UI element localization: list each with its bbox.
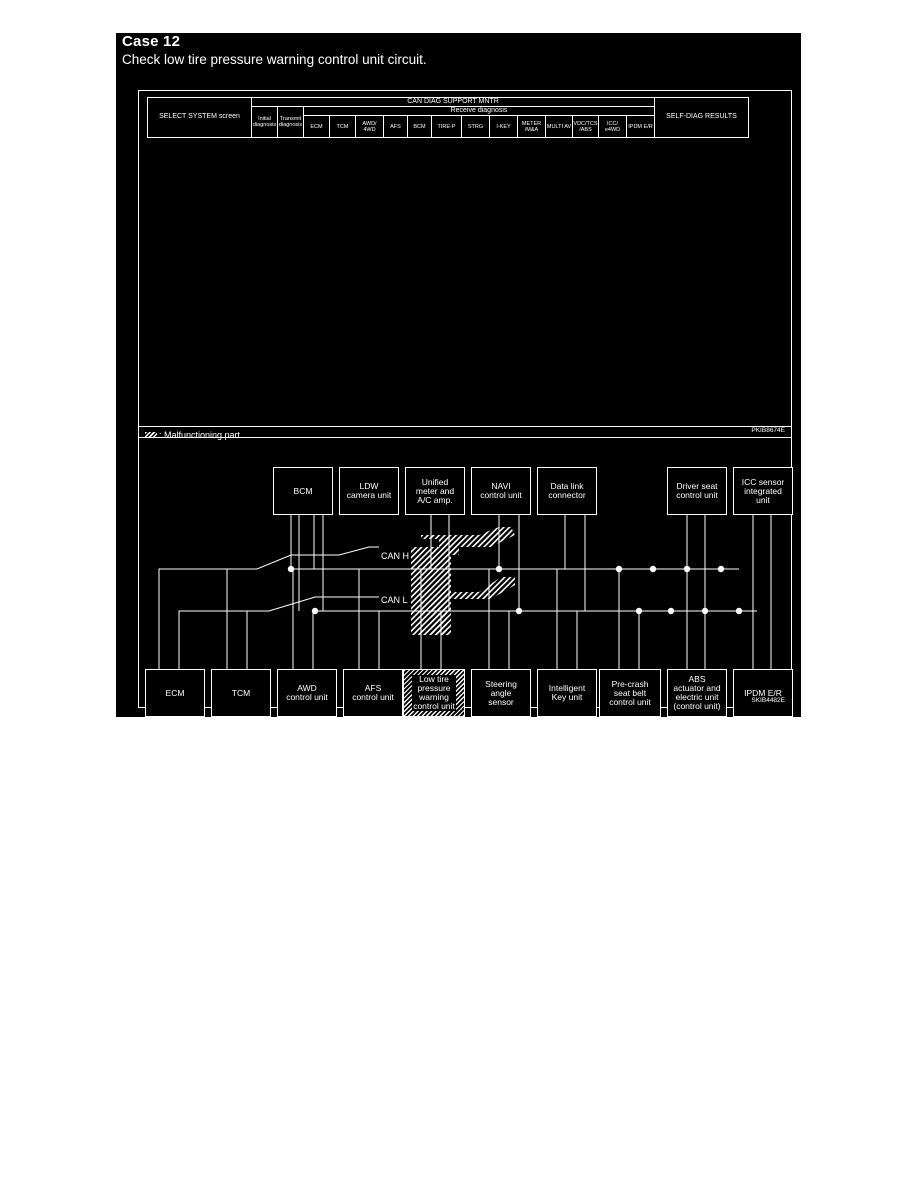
self-diag-results-header: SELF-DIAG RESULTS — [654, 97, 749, 138]
diagram-figure-code: SKIB4482E — [751, 697, 785, 704]
can-bus-lines — [158, 513, 772, 669]
unit-label: Data link connector — [548, 481, 586, 500]
receive-col-header: I-KEY — [489, 115, 518, 138]
can-diag-support-header: CAN DIAG SUPPORT MNTR — [251, 97, 655, 107]
unit-label: AFS control unit — [352, 683, 394, 702]
tcm-unit: TCM — [211, 669, 271, 717]
receive-col-header: ICC/ e4WD — [598, 115, 627, 138]
table-figure-code: PKIB8674E — [751, 427, 785, 434]
unit-label: Low tire pressure warning control unit — [412, 674, 456, 711]
unit-label: Pre-crash seat belt control unit — [609, 678, 651, 707]
bcm-unit: BCM — [273, 467, 333, 515]
receive-col-header: TIRE-P — [431, 115, 462, 138]
receive-col-header: AFS — [383, 115, 408, 138]
data-link-connector: Data link connector — [537, 467, 597, 515]
unit-label: AWD control unit — [286, 683, 328, 702]
receive-col-header: BCM — [407, 115, 432, 138]
can-h-label: CAN H — [381, 551, 410, 561]
unit-label: ABS actuator and electric unit (control … — [673, 674, 721, 711]
receive-col-header: TCM — [329, 115, 356, 138]
case-panel: Case 12 Check low tire pressure warning … — [116, 33, 801, 717]
can-l-label: CAN L — [381, 595, 408, 605]
awd-control-unit: AWD control unit — [277, 669, 337, 717]
initial-diagnosis-header: Initial diagnosis — [251, 106, 278, 138]
unit-label: Steering angle sensor — [485, 678, 517, 707]
intelligent-key-unit: Intelligent Key unit — [537, 669, 597, 717]
ipdm-er-unit: IPDM E/R — [733, 669, 793, 717]
ecm-unit: ECM — [145, 669, 205, 717]
select-system-header: SELECT SYSTEM screen — [147, 97, 252, 138]
low-tire-pressure-unit: Low tire pressure warning control unit — [403, 669, 465, 717]
ldw-camera-unit: LDW camera unit — [339, 467, 399, 515]
legend: : Malfunctioning part — [145, 430, 240, 440]
receive-diagnosis-header: Receive diagnosis — [303, 106, 655, 116]
driver-seat-control-unit: Driver seat control unit — [667, 467, 727, 515]
receive-col-header: AWD/ 4WD — [355, 115, 384, 138]
abs-actuator-unit: ABS actuator and electric unit (control … — [667, 669, 727, 717]
unit-label: NAVI control unit — [480, 481, 522, 500]
can-circuit-diagram: : Malfunctioning part CAN H CAN L BCM LDW… — [138, 426, 793, 717]
case-title: Case 12 — [122, 33, 181, 50]
unit-label: ECM — [165, 687, 185, 698]
unified-meter-unit: Unified meter and A/C amp. — [405, 467, 465, 515]
case-subtitle: Check low tire pressure warning control … — [122, 52, 427, 67]
receive-col-header: MULTI AV — [545, 115, 573, 138]
receive-col-header: IPDM E/R — [626, 115, 655, 138]
steering-angle-sensor: Steering angle sensor — [471, 669, 531, 717]
receive-col-header: VDC/TCS /ABS — [572, 115, 599, 138]
unit-label: TCM — [231, 687, 251, 698]
icc-sensor-unit: ICC sensor integrated unit — [733, 467, 793, 515]
receive-col-header: METER /M&A — [517, 115, 546, 138]
hatch-swatch-icon — [145, 432, 157, 438]
navi-control-unit: NAVI control unit — [471, 467, 531, 515]
receive-col-header: STRG — [461, 115, 490, 138]
unit-label: ICC sensor integrated unit — [741, 476, 785, 505]
pre-crash-seat-belt-unit: Pre-crash seat belt control unit — [599, 669, 661, 717]
transmit-diagnosis-header: Transmit diagnosis — [277, 106, 304, 138]
unit-label: IPDM E/R — [744, 687, 782, 698]
malfunction-hatched-path — [411, 527, 515, 635]
receive-col-header: ECM — [303, 115, 330, 138]
legend-label: : Malfunctioning part — [159, 430, 241, 440]
unit-label: Intelligent Key unit — [548, 683, 586, 702]
unit-label: Driver seat control unit — [676, 481, 718, 500]
afs-control-unit: AFS control unit — [343, 669, 403, 717]
unit-label: LDW camera unit — [346, 481, 392, 500]
unit-label: Unified meter and A/C amp. — [415, 476, 455, 505]
unit-label: BCM — [293, 485, 313, 496]
